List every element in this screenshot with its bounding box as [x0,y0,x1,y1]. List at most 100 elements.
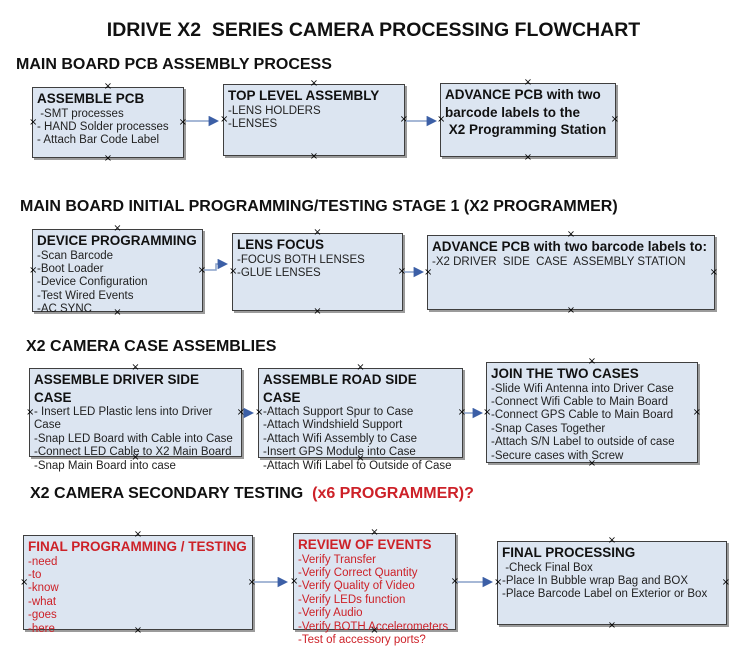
box-items: -SMT processes- HAND Solder processes- A… [37,108,179,148]
section-heading-initial-programming: MAIN BOARD INITIAL PROGRAMMING/TESTING S… [20,198,618,215]
box-item: -Snap Main Board into case [34,459,176,472]
box-title: FINAL PROGRAMMING / TESTING [28,539,247,554]
connection-handle-right: × [450,575,459,587]
connection-handle-bottom: × [313,306,322,317]
box-item: -Verify BOTH Accelerometers [298,620,449,633]
connection-handle-bottom: × [566,305,576,316]
connection-handle-right: × [236,406,245,418]
box-title: TOP LEVEL ASSEMBLY [228,88,380,103]
heading-red-part: (x6 PROGRAMMER)? [312,485,474,502]
box-title: ASSEMBLE PCB [37,91,145,106]
box-item: -Attach S/N Label to outside of case [491,436,675,449]
box-item: -Verify Quality of Video [298,580,415,593]
connection-handle-right: × [397,266,406,277]
box-items: -LENS HOLDERS-LENSES [228,105,400,132]
box-title: JOIN THE TWO CASES [491,366,639,381]
box-title: FINAL PROCESSING [502,545,636,560]
connection-handle-bottom: × [523,152,533,163]
page-title: IDRIVE X2 SERIES CAMERA PROCESSING FLOWC… [106,19,641,41]
box-advance-pcb-driver-side[interactable]: ADVANCE PCB with two barcode labels to: … [424,230,718,316]
box-item: -Connect Wifi Cable to Main Board [491,395,669,408]
connection-handle-right: × [457,407,466,418]
box-title: ASSEMBLE DRIVER SIDE CASE [34,372,203,405]
box-items: -Slide Wifi Antenna into Driver Case-Con… [491,383,693,463]
connection-handle-bottom: × [607,620,617,631]
box-lens-focus[interactable]: LENS FOCUS -FOCUS BOTH LENSES-GLUE LENSE… [229,228,406,317]
box-final-processing[interactable]: FINAL PROCESSING -Check Final Box -Place … [494,536,730,631]
box-title: ADVANCE PCB with two barcode labels to: [432,239,708,254]
box-assemble-road-side-case[interactable]: ASSEMBLE ROAD SIDE CASE -Attach Support … [255,363,466,472]
connection-handle-right: × [610,114,619,125]
connection-handle-right: × [247,576,256,588]
box-item: -Verify LEDs function [298,593,406,606]
box-join-the-two-cases[interactable]: JOIN THE TWO CASES -Slide Wifi Antenna i… [483,357,701,469]
box-item: -Connect LED Cable to X2 Main Board [34,446,232,459]
connection-handle-right: × [399,114,408,125]
connection-handle-bottom: × [103,153,113,164]
box-item: -Attach Windshield Support [263,419,403,432]
box-item: -FOCUS BOTH LENSES [237,253,365,266]
box-item: -Verify Audio [298,607,363,620]
box-items: -Scan Barcode-Boot Loader-Device Configu… [37,250,198,317]
box-review-of-events[interactable]: REVIEW OF EVENTS -Verify Transfer-Verify… [290,528,459,646]
heading-black-part: X2 CAMERA SECONDARY TESTING [30,485,313,502]
box-item: - Insert LED Plastic lens into Driver Ca… [34,406,216,432]
box-item: -Test Wired Events [37,289,134,302]
section-heading-case-assemblies: X2 CAMERA CASE ASSEMBLIES [26,338,277,355]
box-device-programming[interactable]: DEVICE PROGRAMMING -Scan Barcode-Boot Lo… [29,224,206,318]
box-item: -Test of accessory ports? [298,633,426,646]
box-item: -Device Configuration [37,276,148,289]
box-item: - Attach Bar Code Label [37,134,160,147]
box-items: - Insert LED Plastic lens into Driver Ca… [34,406,237,473]
connection-handle-right: × [178,116,187,128]
connection-handle-right: × [709,266,718,278]
connection-handle-left: × [424,266,433,278]
connection-handle-right: × [721,577,730,588]
box-item: -Attach Wifi Assembly to Case [263,432,418,445]
box-title: LENS FOCUS [237,237,325,252]
box-item: -Secure cases with Screw [491,449,624,462]
box-item: -Scan Barcode [37,249,114,262]
connection-handle-right: × [692,406,701,418]
box-items: -Attach Support Spur to Case-Attach Wind… [263,406,458,473]
box-assemble-pcb[interactable]: ASSEMBLE PCB -SMT processes- HAND Solder… [29,82,187,164]
box-item: -Check Final Box [502,561,593,574]
box-final-programming-testing[interactable]: FINAL PROGRAMMING / TESTING -need-to-kno… [20,530,256,636]
connection-handle-bottom: × [309,151,319,162]
box-item: -X2 DRIVER SIDE CASE ASSEMBLY STATION [432,255,686,268]
box-item: -Slide Wifi Antenna into Driver Case [491,382,674,395]
box-item: -Boot Loader [37,262,104,275]
box-item: -to [28,568,42,581]
box-items: -need-to-know-what-goes-here [28,556,248,636]
box-item: -GLUE LENSES [237,266,321,279]
box-title: DEVICE PROGRAMMING [37,233,197,248]
box-title: ASSEMBLE ROAD SIDE CASE [263,372,421,405]
box-item: -SMT processes [37,107,124,120]
box-item: -Snap Cases Together [491,422,606,435]
section-heading-secondary-testing: X2 CAMERA SECONDARY TESTING (x6 PROGRAMM… [30,485,474,503]
box-item: -Snap LED Board with Cable into Case [34,432,233,445]
connection-handle-right: × [197,264,206,276]
box-item: -what [28,595,57,608]
box-item: -Connect GPS Cable to Main Board [491,409,674,422]
box-title: REVIEW OF EVENTS [298,537,432,552]
box-item: -Attach Support Spur to Case [263,406,414,418]
box-item: -Attach Wifi Label to Outside of Case [263,459,452,472]
box-items: -FOCUS BOTH LENSES-GLUE LENSES [237,254,398,281]
box-assemble-driver-side-case[interactable]: ASSEMBLE DRIVER SIDE CASE - Insert LED P… [26,363,245,472]
box-item: -Insert GPS Module into Case [263,446,416,459]
box-item: -Place Barcode Label on Exterior or Box [502,588,708,601]
section-heading-pcb-assembly: MAIN BOARD PCB ASSEMBLY PROCESS [16,56,332,73]
arrow-programming-to-lensfocus [204,258,229,271]
box-item: -need [28,555,58,568]
box-item: -here [28,622,55,635]
box-item: - HAND Solder processes [37,120,169,133]
box-item: -Verify Transfer [298,553,376,566]
box-item: -LENSES [228,117,278,130]
box-item: -LENS HOLDERS [228,104,321,117]
box-top-level-assembly[interactable]: TOP LEVEL ASSEMBLY -LENS HOLDERS-LENSES … [220,79,408,162]
box-item: -Verify Correct Quantity [298,566,418,579]
box-item: -AC SYNC [37,303,92,316]
box-advance-pcb-programming-station[interactable]: ADVANCE PCB with two barcode labels to t… [437,78,619,163]
